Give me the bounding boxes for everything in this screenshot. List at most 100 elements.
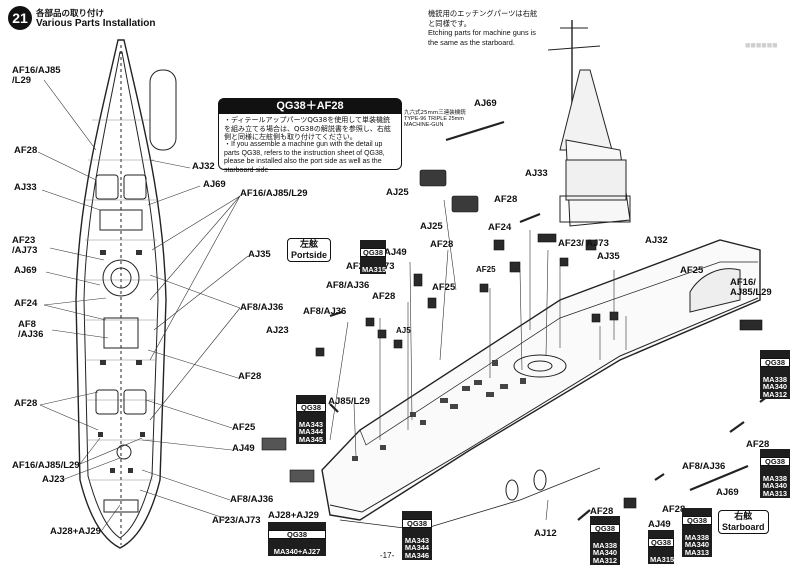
triple-mg-label-en2: MACHINE-GUN: [404, 122, 444, 128]
part-label: AJ69: [474, 98, 497, 109]
triple-mg-label-en1: TYPE-96 TRIPLE 25mm: [404, 116, 464, 122]
part-label: AF25: [432, 282, 456, 293]
part-label: AF24: [14, 298, 38, 309]
part-label: AF28: [14, 145, 38, 156]
starboard-tag: 右舷 Starboard: [718, 510, 769, 534]
part-label: AF23/ AJ73: [558, 238, 609, 249]
triple-mg-label: 九六式25mm三連装機銃 TYPE-96 TRIPLE 25mm MACHINE…: [404, 110, 466, 128]
portside-tag: 左舷 Portside: [287, 238, 332, 262]
part-label: AF25: [680, 265, 704, 276]
part-label: AJ32: [645, 235, 668, 246]
code-badge-rest: MA315: [362, 264, 387, 274]
part-label: AF16/AJ85 /L29: [12, 65, 61, 86]
part-label: AF16/AJ85/L29: [240, 188, 308, 199]
code-badge: QG38 MA338 MA340 MA313: [760, 449, 790, 498]
mg-note-en: Etching parts for machine guns is the sa…: [428, 28, 536, 47]
code-badge-top: QG38: [402, 518, 432, 528]
code-badge-rest: MA343 MA344 MA346: [404, 535, 430, 560]
part-label: AF24: [488, 222, 512, 233]
part-label: AJ28+AJ29: [268, 510, 319, 521]
part-label: AF16/ AJ85/L29: [300, 396, 370, 407]
part-label: AF16/AJ85/L29: [12, 460, 80, 471]
code-badge: QG38 MA343 MA344 MA345: [296, 395, 326, 444]
part-label: AF8/AJ36: [682, 461, 726, 472]
part-label: AJ12: [534, 528, 557, 539]
portside-tag-jp: 左舷: [300, 240, 319, 250]
part-label: AF8/AJ36: [230, 494, 274, 505]
part-label: AJ49: [384, 247, 407, 258]
code-badge-rest: MA338 MA340 MA312: [762, 374, 788, 399]
part-label: AJ5: [396, 326, 411, 335]
code-badge: QG38 MA315: [648, 530, 674, 564]
code-badge: QG38 MA343 MA344 MA346: [402, 511, 432, 560]
code-badge: QG38 MA315: [360, 240, 386, 274]
faded-watermark-text: ■■■■■■: [745, 40, 778, 50]
mid-leader-lines: [139, 159, 249, 521]
code-badge-rest: MA338 MA340 MA313: [762, 473, 788, 498]
part-label: AJ49: [648, 519, 671, 530]
part-label: AF25: [476, 265, 496, 274]
part-label: AF8/AJ36: [303, 306, 347, 317]
part-label: AF28: [746, 439, 770, 450]
part-label: AJ25: [386, 187, 409, 198]
part-label: AJ32: [192, 161, 215, 172]
part-label: AF28: [372, 291, 396, 302]
code-badge-top: QG38: [296, 402, 326, 412]
part-label: AF28: [430, 239, 454, 250]
part-label: AJ69: [14, 265, 37, 276]
code-badge-rest: MA338 MA340 MA312: [592, 540, 618, 565]
part-label: AF28: [494, 194, 518, 205]
code-badge-rest: MA338 MA340 MA313: [684, 532, 710, 557]
part-label: AJ33: [525, 168, 548, 179]
part-label: AJ69: [203, 179, 226, 190]
center-leader-lines: [329, 199, 627, 521]
code-badge-top: QG38: [590, 523, 620, 533]
page-number: -17-: [380, 551, 395, 560]
part-label: AF23 /AJ73: [12, 235, 38, 256]
part-label: AJ35: [597, 251, 620, 262]
code-badge-top: QG38: [682, 515, 712, 525]
hull-3d-view: [321, 239, 761, 531]
starboard-tag-jp: 右舷: [734, 512, 753, 522]
step-number-badge: 21: [8, 6, 32, 30]
part-label: AJ23: [266, 325, 289, 336]
code-badge: QG38 MA338 MA340 MA312: [590, 516, 620, 565]
part-label: AF8/AJ36: [240, 302, 284, 313]
code-badge-top: QG38: [760, 357, 790, 367]
mast-and-bridge: [547, 20, 631, 227]
machine-gun-note: 機銃用のエッチングパーツは右舷と同様です。 Etching parts for …: [428, 9, 540, 47]
step-title-jp: 各部品の取り付け: [36, 9, 105, 19]
starboard-tag-en: Starboard: [722, 522, 765, 532]
qg38-note-box: QG38＋AF28 ・ディテールアップパーツQG38を使用して単装機銃を組み立て…: [218, 98, 402, 174]
portside-tag-en: Portside: [291, 250, 328, 260]
step-title-en: Various Parts Installation: [36, 18, 156, 29]
left-leader-lines: [37, 79, 143, 531]
part-label: AJ28+AJ29: [50, 526, 101, 537]
note-text-en: ・If you assemble a machine gun with the …: [224, 141, 385, 174]
deck-plan-view: [75, 39, 177, 549]
code-badge-rest: MA340+AJ27: [273, 546, 321, 556]
part-label: AJ35: [248, 249, 271, 260]
code-badge-top: QG38: [268, 529, 326, 539]
gun-barrels: [329, 120, 777, 521]
part-label: AF28: [238, 371, 262, 382]
exploded-parts: [261, 169, 763, 509]
part-label: AJ25: [420, 221, 443, 232]
triple-mg-label-jp: 九六式25mm三連装機銃: [404, 110, 466, 116]
note-text-jp: ・ディテールアップパーツQG38を使用して単装機銃を組み立てる場合は、QG38の…: [224, 116, 391, 141]
mg-note-jp: 機銃用のエッチングパーツは右舷と同様です。: [428, 9, 538, 28]
part-label: AJ69: [716, 487, 739, 498]
part-label: AJ33: [14, 182, 37, 193]
code-badge-rest: MA343 MA344 MA345: [298, 419, 324, 444]
code-badge-top: QG38: [648, 537, 674, 547]
part-label: AF16/ AJ85/L29: [730, 277, 772, 298]
code-badge: QG38 MA340+AJ27: [268, 522, 326, 556]
part-label: AF28: [14, 398, 38, 409]
code-badge-top: QG38: [360, 247, 386, 257]
code-badge: QG38 MA338 MA340 MA313: [682, 508, 712, 557]
deck-fittings: [98, 250, 145, 473]
part-label: AF8 /AJ36: [18, 319, 44, 340]
part-label: AF28: [590, 506, 614, 517]
